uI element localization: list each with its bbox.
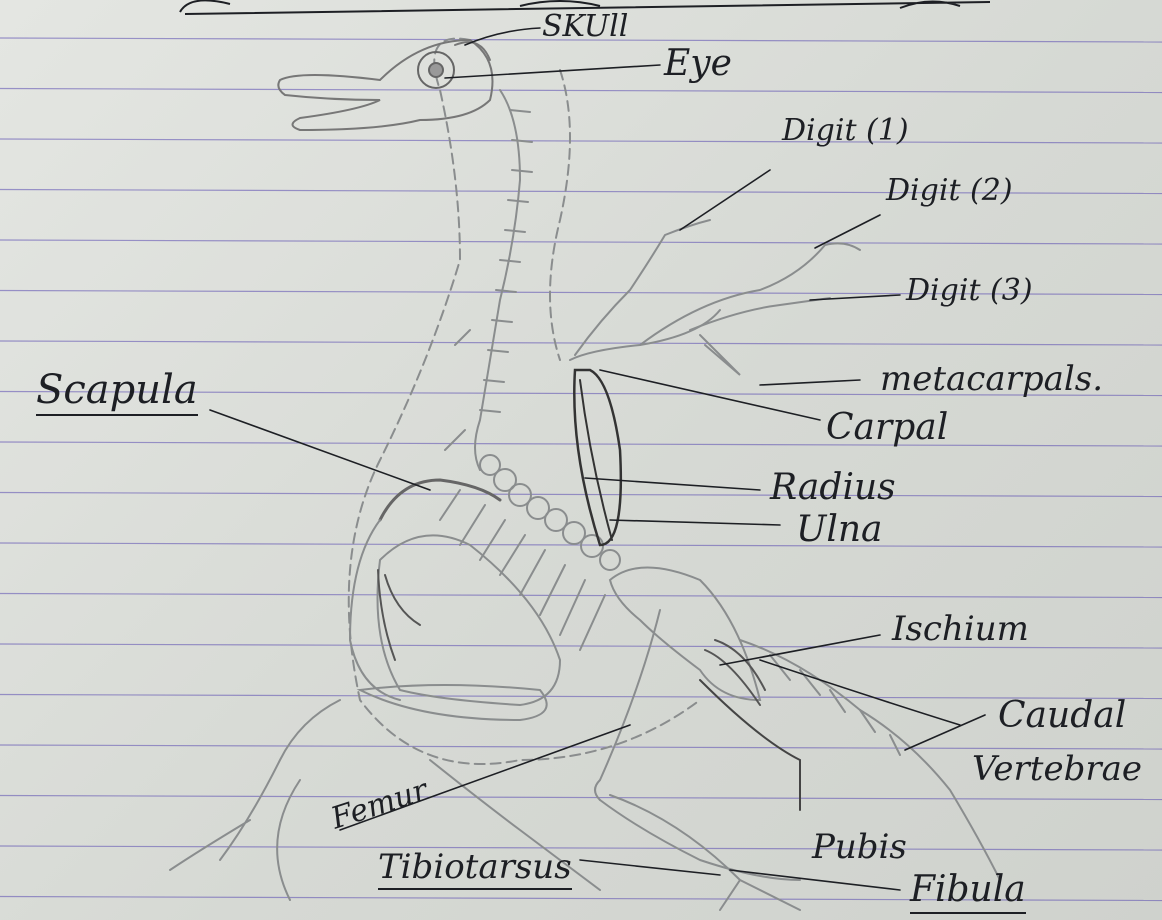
carpal-bones bbox=[570, 310, 720, 360]
scapula bbox=[380, 480, 500, 520]
label-ischium: Ischium bbox=[892, 612, 1029, 646]
ribs bbox=[440, 490, 605, 650]
sternum bbox=[378, 535, 561, 705]
label-skull: SKUll bbox=[542, 12, 628, 42]
label-digit-1: Digit (1) bbox=[782, 116, 909, 146]
neck-outline-right bbox=[550, 70, 570, 360]
neck-vertebrae bbox=[475, 90, 520, 470]
label-caudal: Caudal bbox=[998, 698, 1126, 734]
thoracic-vertebrae bbox=[480, 455, 620, 570]
label-scapula: Scapula bbox=[36, 370, 198, 416]
label-ulna: Ulna bbox=[796, 512, 883, 548]
tibiotarsus-bone bbox=[600, 800, 800, 880]
label-vertebrae: Vertebrae bbox=[972, 752, 1142, 786]
pelvis bbox=[610, 568, 760, 701]
label-fibula: Fibula bbox=[910, 872, 1026, 914]
ischium-bones bbox=[705, 640, 765, 705]
label-digit-2: Digit (2) bbox=[886, 176, 1013, 206]
left-leg bbox=[170, 700, 340, 900]
label-metacarpals: metacarpals. bbox=[880, 362, 1103, 396]
digit2-bone bbox=[640, 243, 860, 345]
label-carpal: Carpal bbox=[826, 410, 948, 446]
label-pubis: Pubis bbox=[812, 830, 907, 864]
coracoid bbox=[350, 520, 400, 700]
skull bbox=[278, 40, 492, 130]
fibula-bone bbox=[610, 795, 800, 910]
label-tibiotarsus: Tibiotarsus bbox=[378, 850, 572, 890]
metacarpal-spike bbox=[700, 335, 740, 375]
label-digit-3: Digit (3) bbox=[906, 276, 1033, 306]
label-eye: Eye bbox=[664, 46, 732, 82]
femur-bone bbox=[595, 610, 660, 800]
label-radius: Radius bbox=[770, 470, 896, 506]
eye-pupil bbox=[429, 63, 443, 77]
digit3-bone bbox=[690, 298, 830, 330]
digit1-bone bbox=[575, 220, 710, 355]
